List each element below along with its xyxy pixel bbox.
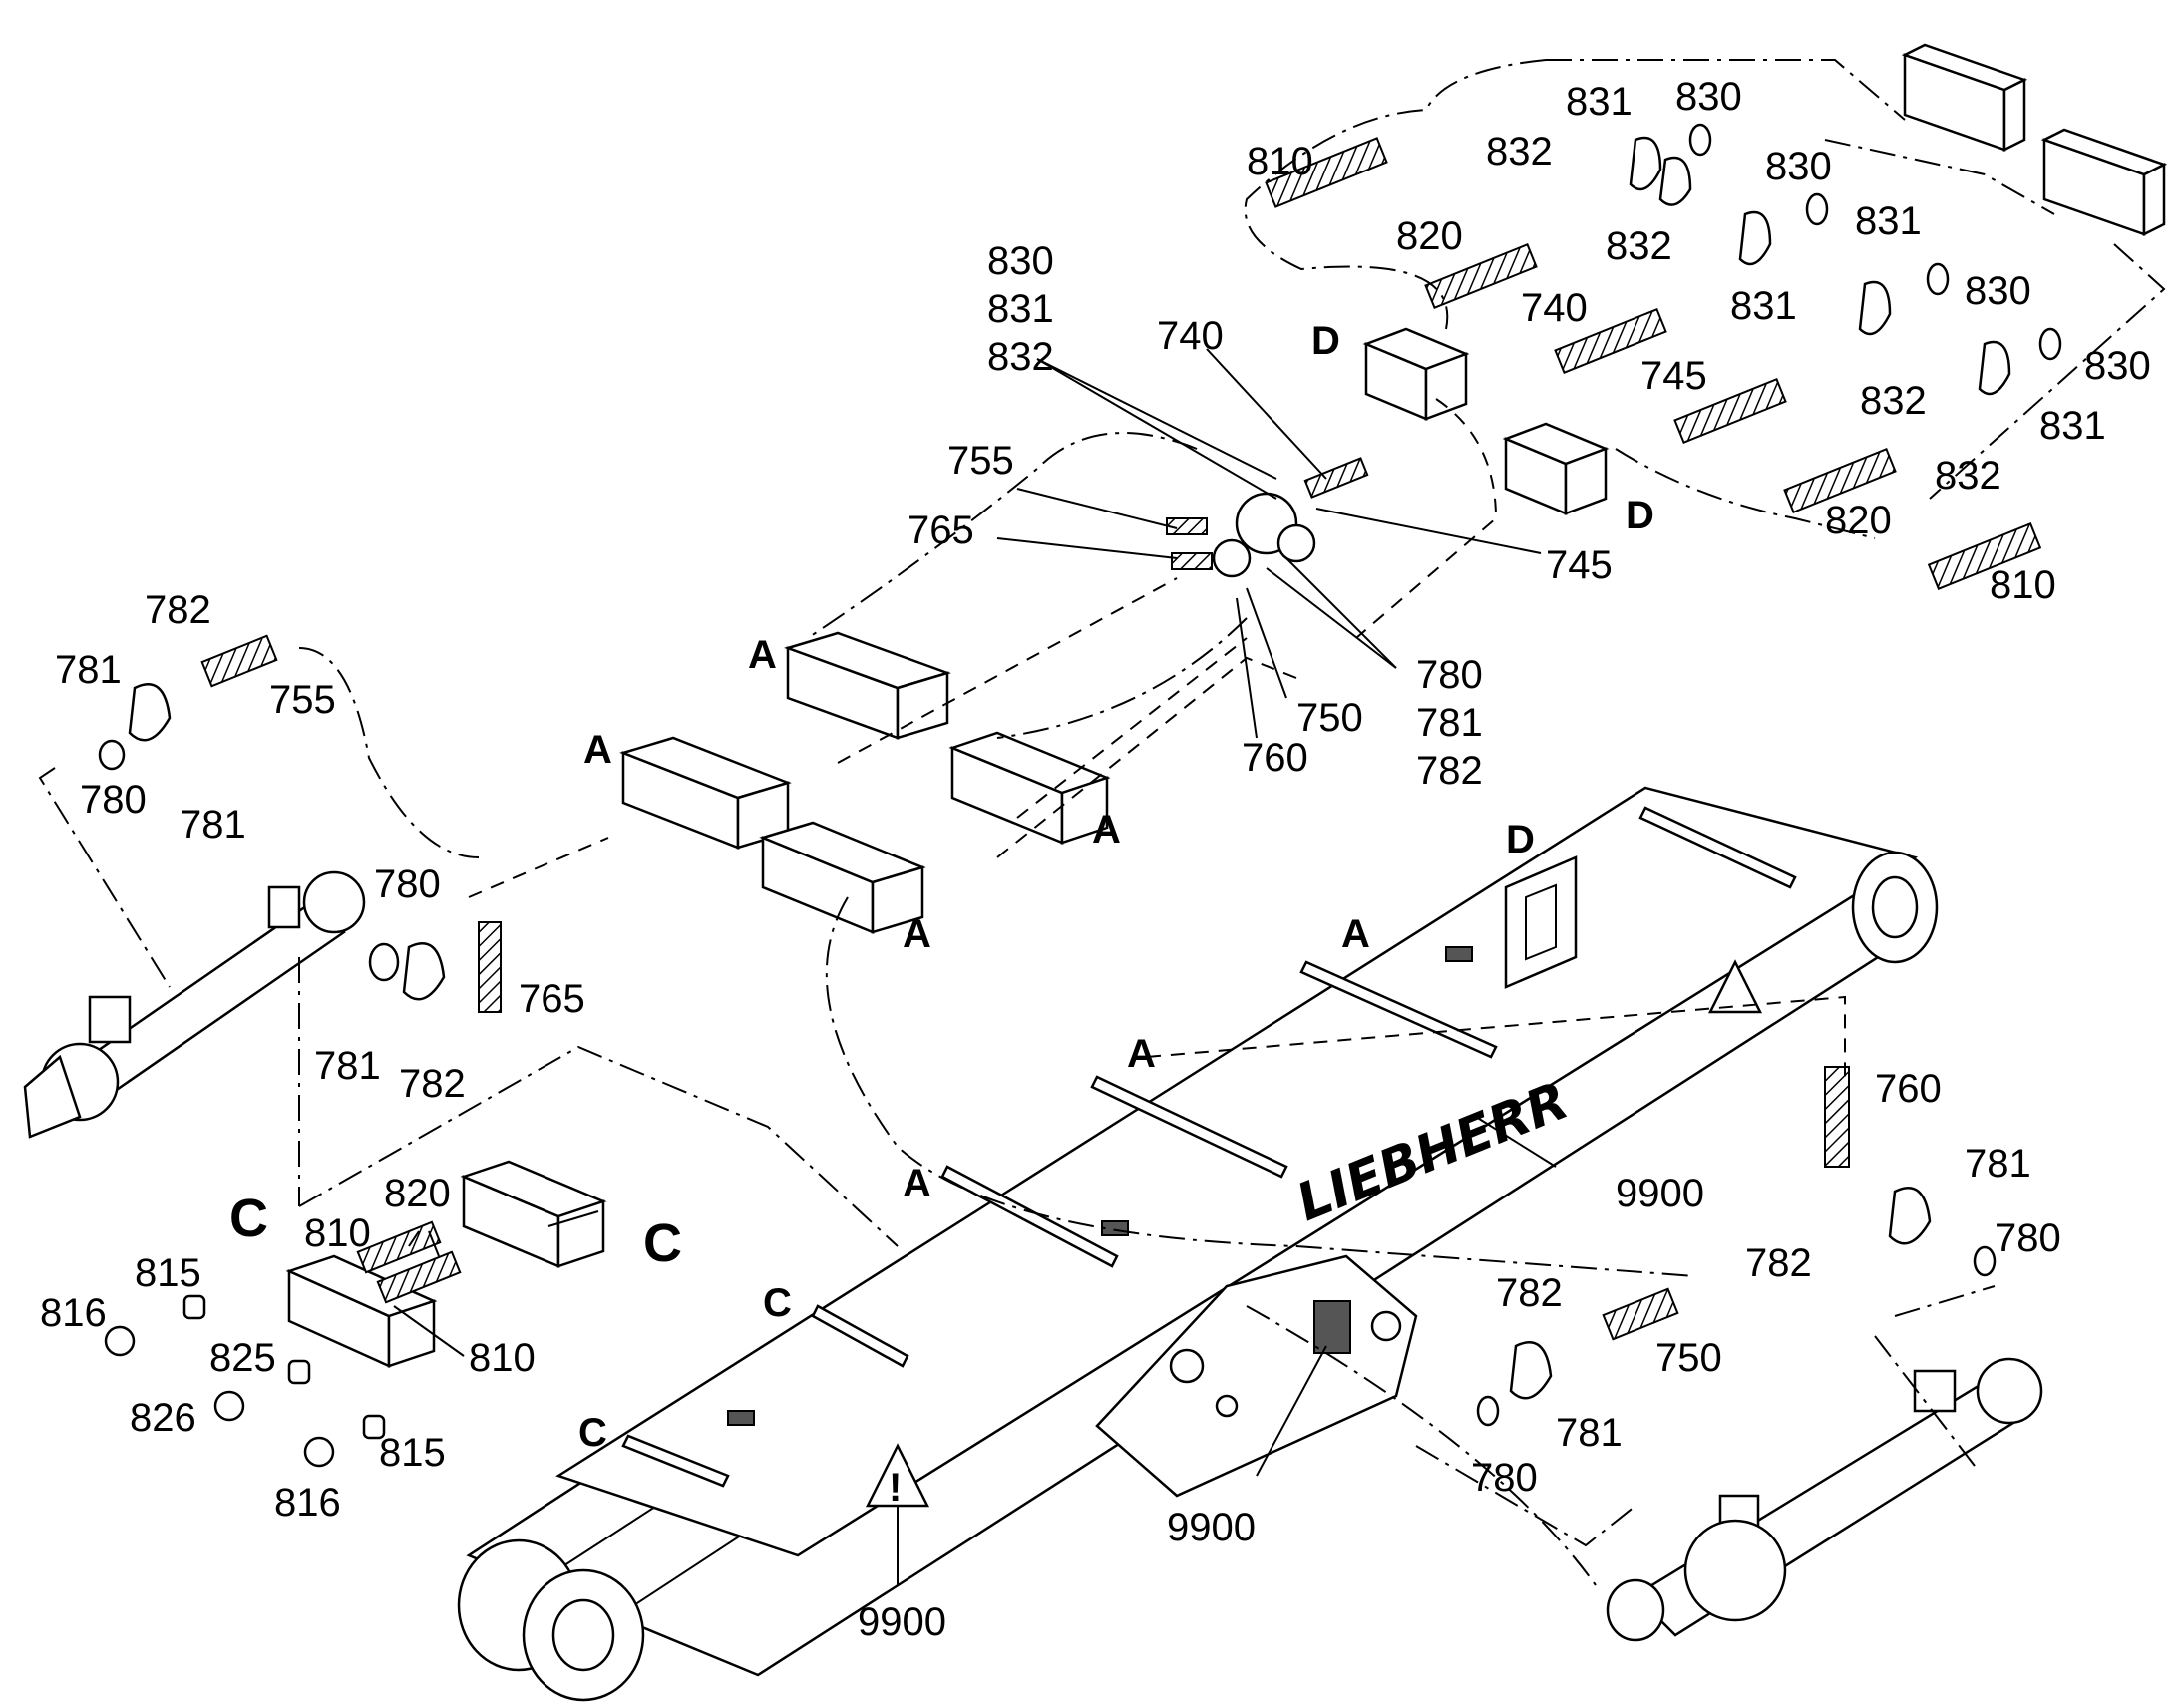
nuts-and-caps	[104, 1294, 386, 1468]
section-marker-c: C	[643, 1213, 682, 1273]
part-label: 9900	[1167, 1506, 1256, 1549]
section-marker-c: C	[763, 1281, 792, 1325]
part-label: 781	[1556, 1411, 1623, 1455]
part-label: 810	[469, 1336, 536, 1380]
part-label: 831	[987, 287, 1054, 331]
part-label: 750	[1655, 1336, 1722, 1380]
valve-mounting-plates	[1901, 43, 2168, 237]
part-label: 820	[384, 1172, 451, 1215]
part-label: 832	[987, 335, 1054, 379]
section-marker-d: D	[1311, 319, 1340, 363]
part-label: 780	[1416, 653, 1483, 697]
section-marker-a: A	[1092, 808, 1121, 852]
section-markers: A A A A A A A D D D C C C C	[229, 319, 1654, 1455]
part-label: 755	[269, 678, 336, 722]
part-label: 781	[1416, 701, 1483, 745]
boom-clamp-rails	[621, 806, 1797, 1488]
section-marker-d: D	[1506, 818, 1535, 861]
part-label: 781	[55, 648, 122, 692]
part-label: 832	[1935, 454, 2001, 498]
section-marker-c: C	[578, 1411, 607, 1455]
part-label: 832	[1486, 130, 1553, 173]
part-label: 782	[145, 588, 211, 632]
section-marker-a: A	[1341, 912, 1370, 956]
part-label: 832	[1606, 224, 1672, 268]
part-label: 815	[135, 1251, 201, 1295]
part-label: 820	[1825, 499, 1892, 542]
part-label: 830	[987, 239, 1054, 283]
part-label: 755	[947, 439, 1014, 483]
part-label: 816	[274, 1481, 341, 1525]
boom-holes	[727, 946, 1473, 1426]
hook-decal-icon	[1313, 1300, 1351, 1354]
section-marker-c: C	[229, 1189, 268, 1248]
part-label: 831	[1730, 284, 1797, 328]
part-label: 832	[1860, 379, 1927, 423]
part-label: 782	[1416, 749, 1483, 793]
part-label: 760	[1242, 736, 1308, 780]
boom-arm: !	[457, 786, 1939, 1702]
part-label: 825	[209, 1336, 276, 1380]
routing-lines	[38, 59, 2166, 1586]
part-label: 780	[1471, 1456, 1538, 1500]
part-label: 815	[379, 1431, 446, 1475]
part-label: 780	[374, 862, 441, 906]
part-label: 816	[40, 1291, 107, 1335]
section-marker-a: A	[903, 912, 931, 956]
section-marker-a: A	[583, 728, 612, 772]
part-label: 760	[1875, 1067, 1942, 1111]
hydraulic-cylinder-left	[23, 870, 366, 1139]
part-label: 740	[1157, 314, 1224, 358]
part-label: 831	[2039, 404, 2106, 448]
section-marker-a: A	[1127, 1032, 1156, 1076]
part-label: 781	[180, 803, 246, 847]
section-marker-a: A	[748, 633, 777, 677]
part-label: 780	[80, 778, 147, 822]
part-label: 831	[1566, 80, 1633, 124]
part-label: 745	[1640, 354, 1707, 398]
part-label: 740	[1521, 286, 1588, 330]
part-label: 830	[1965, 269, 2031, 313]
part-label: 782	[1745, 1241, 1812, 1285]
hoses-and-fittings	[98, 123, 2062, 1427]
part-label: 830	[1675, 75, 1742, 119]
part-label: 765	[908, 509, 974, 552]
part-label: 810	[1990, 563, 2056, 607]
svg-text:!: !	[889, 1466, 902, 1510]
part-label: 781	[1965, 1142, 2031, 1186]
part-label: 782	[399, 1062, 466, 1106]
part-label: 9900	[1616, 1172, 1704, 1215]
part-label: 780	[1995, 1216, 2061, 1260]
part-label: 831	[1855, 199, 1922, 243]
section-marker-a: A	[903, 1162, 931, 1205]
part-label: 781	[314, 1044, 381, 1088]
warning-triangle-icon	[1707, 959, 1763, 1014]
part-label: 9900	[858, 1600, 946, 1644]
hydraulic-cylinder-right	[1606, 1357, 2043, 1642]
part-label: 810	[304, 1211, 371, 1255]
part-label: 810	[1247, 140, 1313, 183]
part-label: 826	[130, 1396, 196, 1440]
clamp-blocks	[285, 327, 1610, 1368]
part-label: 782	[1496, 1271, 1563, 1315]
part-label: 830	[1765, 145, 1832, 188]
part-label: 765	[519, 977, 585, 1021]
part-label: 750	[1296, 696, 1363, 740]
part-label: 820	[1396, 214, 1463, 258]
part-label: 830	[2084, 344, 2151, 388]
section-marker-d: D	[1626, 494, 1654, 537]
part-number-labels: 810 831 830 832 830 820 832 831 831 830 …	[40, 75, 2151, 1644]
part-label: 745	[1546, 543, 1613, 587]
